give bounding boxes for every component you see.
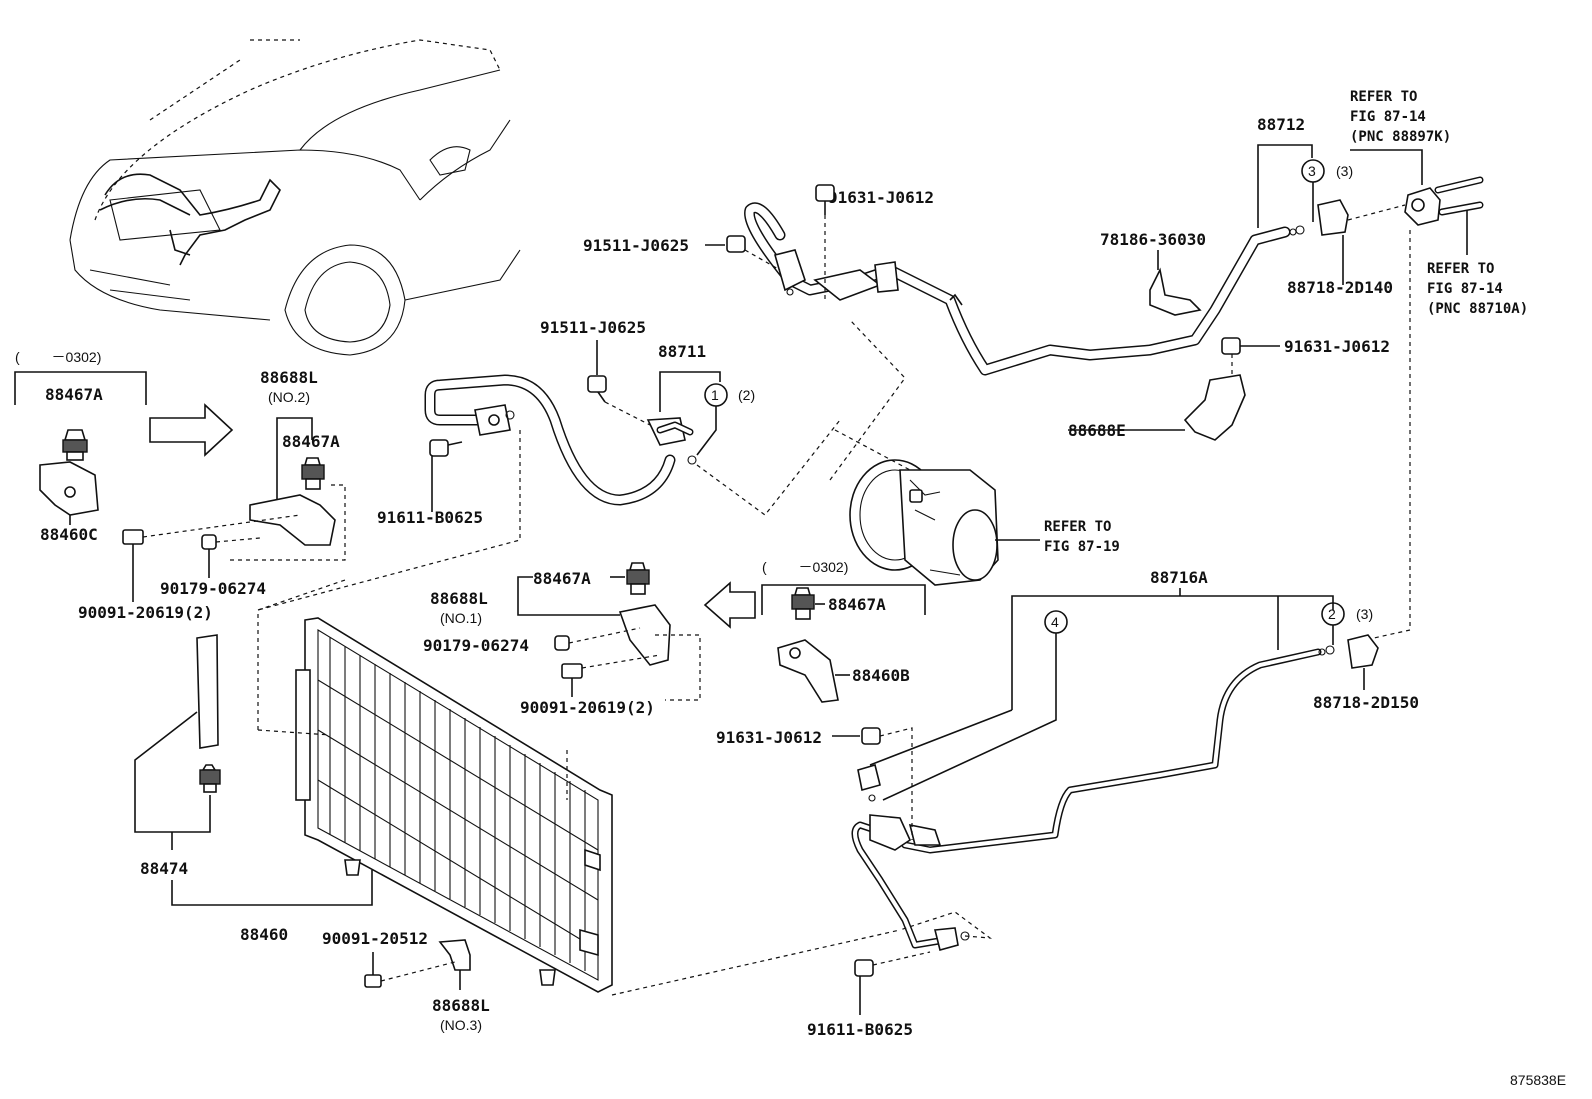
right-bracket-group: ( －0302) 88467A 88460B (761, 559, 926, 703)
ref-top-line1: REFER TO (1350, 89, 1417, 105)
part-label-88474: 88474 (140, 859, 188, 878)
suction-pipe-88712: 91631-J0612 91511-J0625 88712 3 (3) 7818… (583, 115, 1406, 376)
part-label-91511-top: 91511-J0625 (583, 236, 689, 255)
direction-arrow-left (703, 581, 756, 629)
condenser-fins (317, 637, 599, 971)
index-number-1: 1 (711, 387, 719, 403)
part-label-88467a-left: 88467A (45, 385, 103, 404)
vehicle-illustration (69, 39, 521, 356)
part-label-91611-bottom: 91611-B0625 (807, 1020, 913, 1039)
range-label-left: ( －0302) (15, 349, 101, 365)
index-number-3: 3 (1308, 163, 1316, 179)
part-label-88716a: 88716A (1150, 568, 1208, 587)
part-label-90179-mid: 90179-06274 (423, 636, 529, 655)
part-label-88460b: 88460B (852, 666, 910, 685)
range-label-right: ( －0302) (762, 559, 848, 575)
part-label-88467a-no2: 88467A (282, 432, 340, 451)
discharge-hose-88711: 91611-B0625 91511-J0625 88711 1 (2) (257, 318, 841, 611)
part-label-91611-left: 91611-B0625 (377, 508, 483, 527)
ref-top-line2: FIG 87-14 (1350, 109, 1426, 125)
no2-label: (NO.2) (268, 389, 310, 405)
bracket-no1-group: 88467A 88688L (NO.1) 90179-06274 90091-2… (423, 562, 701, 717)
qty-3: (3) (1336, 163, 1353, 179)
part-label-88688l-no3: 88688L (432, 996, 490, 1015)
index-number-4: 4 (1051, 614, 1059, 630)
part-label-88467a-right: 88467A (828, 595, 886, 614)
part-label-88460: 88460 (240, 925, 288, 944)
liquid-pipe-88716a: 88716A 4 2 (3) 88718-2D150 91631-J0612 (716, 568, 1419, 1039)
part-label-91631-right: 91631-J0612 (1284, 337, 1390, 356)
ref-right-line2: FIG 87-14 (1427, 281, 1503, 297)
no3-label: (NO.3) (440, 1017, 482, 1033)
qty-2: (3) (1356, 606, 1373, 622)
qty-1: (2) (738, 387, 755, 403)
left-bracket-group: ( －0302) 88467A 88460C (14, 349, 147, 544)
part-label-91511-mid: 91511-J0625 (540, 318, 646, 337)
part-label-88460c: 88460C (40, 525, 98, 544)
part-label-90091-20512: 90091-20512 (322, 929, 428, 948)
ref-right-line3: (PNC 88710A) (1427, 301, 1528, 317)
part-label-88688l-no1: 88688L (430, 589, 488, 608)
part-label-88712: 88712 (1257, 115, 1305, 134)
part-label-88688e: 88688E (1068, 421, 1126, 440)
part-label-78186: 78186-36030 (1100, 230, 1206, 249)
ref-right-line1: REFER TO (1427, 261, 1494, 277)
part-label-88718-2d140: 88718-2D140 (1287, 278, 1393, 297)
part-label-90091-left: 90091-20619(2) (78, 603, 213, 622)
compressor: REFER TO FIG 87-19 (829, 319, 1120, 586)
index-number-2: 2 (1328, 606, 1336, 622)
diagram-id: 875838E (1510, 1072, 1566, 1088)
condenser (257, 579, 901, 996)
part-label-91631-top: 91631-J0612 (828, 188, 934, 207)
part-label-88711: 88711 (658, 342, 706, 361)
part-label-90091-mid: 90091-20619(2) (520, 698, 655, 717)
ref-compressor-line1: REFER TO (1044, 519, 1111, 535)
part-label-88718-2d150: 88718-2D150 (1313, 693, 1419, 712)
bracket-no3-group: 90091-20512 88688L (NO.3) (322, 929, 490, 1033)
ref-compressor-line2: FIG 87-19 (1044, 539, 1120, 555)
part-label-91631-mid: 91631-J0612 (716, 728, 822, 747)
side-seal-88474: 88474 88460 (134, 634, 373, 944)
bracket-no2-group: 88688L (NO.2) 88467A 90179-06274 90091-2… (78, 368, 346, 622)
no1-label: (NO.1) (440, 610, 482, 626)
direction-arrow-right (149, 403, 234, 457)
part-label-88467a-no1: 88467A (533, 569, 591, 588)
part-label-88688l-no2: 88688L (260, 368, 318, 387)
connector-top-right: REFER TO FIG 87-14 (PNC 88897K) REFER TO… (1350, 89, 1528, 641)
bracket-88688e: 91631-J0612 88688E (1068, 337, 1390, 441)
ref-top-line3: (PNC 88897K) (1350, 129, 1451, 145)
part-label-90179-left: 90179-06274 (160, 579, 266, 598)
